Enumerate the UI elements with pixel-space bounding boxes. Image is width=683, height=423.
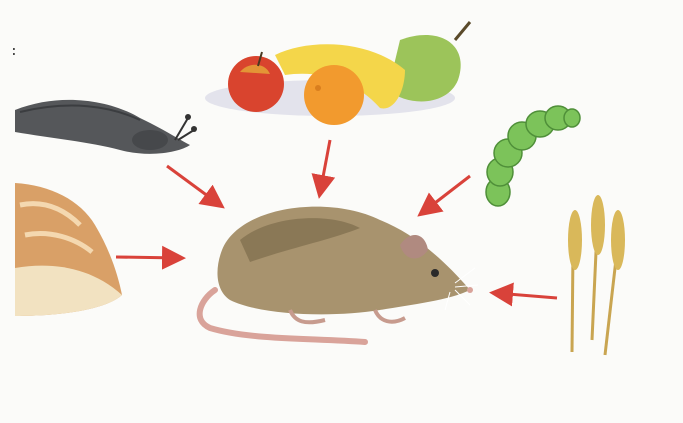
- arrow-from-caterpillar: [422, 176, 470, 213]
- bread-illustration: [15, 183, 122, 316]
- arrow-from-fruit: [320, 140, 330, 193]
- fruit-illustration: [205, 22, 470, 125]
- slug-illustration: [15, 100, 197, 154]
- caterpillar-illustration: [486, 106, 580, 206]
- arrow-from-slug: [167, 166, 220, 205]
- wheat-illustration: [568, 195, 625, 355]
- rat-illustration: [200, 207, 478, 342]
- arrow-from-wheat: [495, 293, 557, 298]
- scan-artifact: :: [10, 44, 18, 59]
- arrow-from-bread: [116, 257, 180, 258]
